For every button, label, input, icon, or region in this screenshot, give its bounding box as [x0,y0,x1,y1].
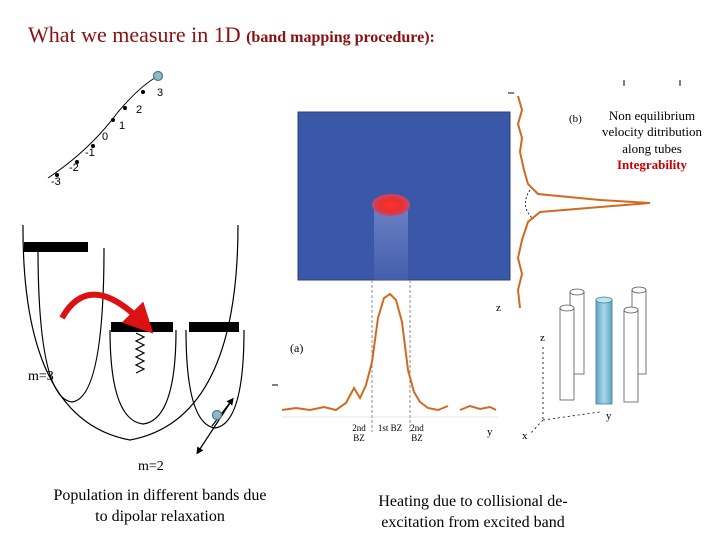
profile-b [508,92,651,309]
zone-label-center: 1st BZ [377,423,403,433]
m2-label: m=2 [138,459,164,474]
level-label-minus3: -3 [51,176,61,188]
lattice-dispersion [47,70,164,179]
zone-guides [371,280,411,432]
ground-band-bar [24,242,88,252]
profile-z-label: z [496,302,501,314]
harmonic-wells [22,224,245,441]
right-band-bar [189,322,239,332]
atom-marker [152,70,164,82]
title-main-text: What we measure in 1D [28,22,241,47]
large-well [22,224,239,441]
oscillation-arrow-up [211,397,234,427]
lattice-site [111,118,115,122]
tube-axis-x: x [522,430,528,442]
profile-a-curve [281,292,449,412]
atom-cloud [372,194,410,216]
description-line-1: Non equilibrium [608,108,696,123]
profile-a-tail [459,404,497,411]
level-label-minus2: -2 [69,162,79,174]
level-label-minus1: -1 [85,147,95,159]
level-label-0: 0 [102,131,109,143]
center-caption: Heating due to collisional de-excitation… [378,493,568,531]
relaxation-arrow [59,291,154,334]
lattice-site [55,173,59,177]
tube-axis-z: z [540,332,545,344]
lattice-site [75,160,79,164]
panel-b-label: (b) [569,113,582,125]
right-description: Non equilibrium velocity ditribution alo… [587,108,717,173]
middle-well [109,329,177,425]
profile-y-label: y [487,426,493,438]
tubes-diagram [529,286,647,435]
lattice-site [141,90,145,94]
right-well [185,329,245,429]
lattice-site [91,144,95,148]
tube-axis-y: y [606,410,612,422]
m3-label: m=3 [28,369,54,384]
highlighted-tube [595,299,613,405]
level-label-1: 1 [119,120,126,132]
title-subtitle: (band mapping procedure): [246,29,435,46]
oscillation-arrow [196,399,233,455]
page-title: What we measure in 1D (band mapping proc… [28,22,435,48]
level-label-2: 2 [136,104,143,116]
zone-label-left: 2nd BZ [352,423,366,443]
panel-a-label: (a) [290,341,304,355]
dispersion-curve [47,75,159,179]
initial-well [37,247,105,403]
description-line-3: along tubes [622,140,682,156]
absorption-image [297,111,511,281]
absorption-streak [374,210,408,280]
description-line-2: velocity ditribution [601,124,702,140]
atom-marker-right [211,409,223,421]
lattice-site [123,106,127,110]
energy-emission-wiggle [134,332,146,374]
profile-a [272,292,498,418]
profile-b-curve [516,95,651,309]
zone-label-right: 2nd BZ [410,423,424,443]
left-caption: Population in different bands due to dip… [53,487,267,525]
integrability-label: Integrability [616,156,688,172]
level-label-3: 3 [157,87,164,99]
